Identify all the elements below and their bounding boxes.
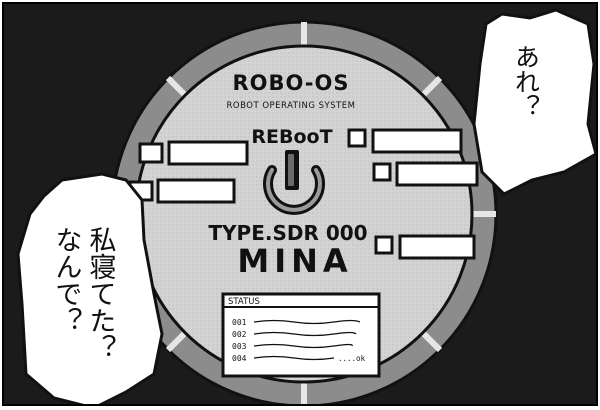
left-button-row-1[interactable] xyxy=(138,140,249,166)
status-line-code: 001 xyxy=(232,318,247,327)
status-header: STATUS xyxy=(228,297,260,307)
status-line-code: 002 xyxy=(232,330,247,339)
speech-bubble-left: 私寝てた？ なんで？ xyxy=(16,172,164,404)
os-subtitle: ROBOT OPERATING SYSTEM xyxy=(227,101,356,111)
speech-bubble-right: あれ？ xyxy=(472,8,596,196)
comic-panel: ROBO-OS ROBOT OPERATING SYSTEM REBooT xyxy=(2,2,598,406)
robot-name: MINA xyxy=(237,242,352,280)
status-line-ok: ....ok xyxy=(338,354,366,363)
right-button-row-2[interactable] xyxy=(372,161,479,187)
status-line-code: 004 xyxy=(232,354,247,363)
os-title: ROBO-OS xyxy=(233,71,350,95)
left-button-row-2[interactable] xyxy=(128,178,236,204)
robot-os-illustration: ROBO-OS ROBOT OPERATING SYSTEM REBooT xyxy=(16,8,596,404)
speech-right-text: あれ？ xyxy=(512,44,541,119)
status-line-code: 003 xyxy=(232,342,247,351)
speech-left-line-2: なんで？ xyxy=(51,226,82,334)
status-box: STATUS 001 002 003 004 ....ok xyxy=(221,292,381,378)
status-lines: 001 002 003 004 ....ok xyxy=(232,318,366,363)
type-label: TYPE.SDR 000 xyxy=(208,221,367,245)
speech-left-line-1: 私寝てた？ xyxy=(85,226,117,361)
reboot-label: REBooT xyxy=(251,126,332,148)
right-button-row-1[interactable] xyxy=(347,128,463,154)
power-icon[interactable] xyxy=(263,150,325,215)
right-button-row-3[interactable] xyxy=(374,234,476,260)
rim-segment-separators xyxy=(112,22,496,404)
